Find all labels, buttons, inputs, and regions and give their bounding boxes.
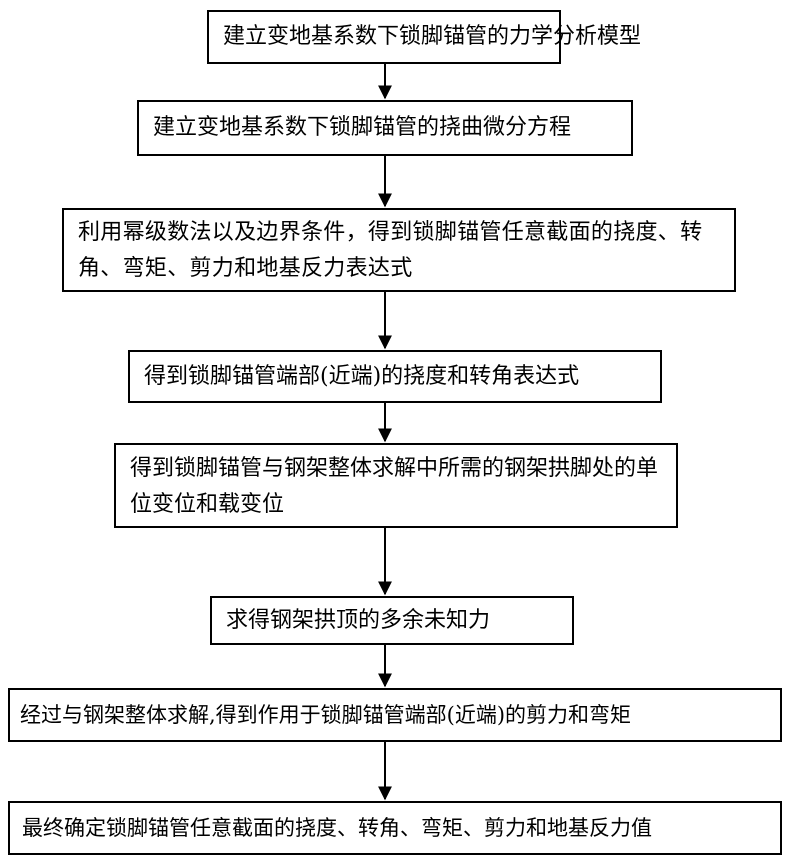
step-3-text: 利用幂级数法以及边界条件，得到锁脚锚管任意截面的挠度、转角、弯矩、剪力和地基反力… bbox=[78, 215, 720, 287]
step-8-box: 最终确定锁脚锚管任意截面的挠度、转角、弯矩、剪力和地基反力值 bbox=[8, 801, 782, 855]
step-4-text: 得到锁脚锚管端部(近端)的挠度和转角表达式 bbox=[144, 360, 579, 394]
step-3-box: 利用幂级数法以及边界条件，得到锁脚锚管任意截面的挠度、转角、弯矩、剪力和地基反力… bbox=[62, 208, 736, 292]
step-2-text: 建立变地基系数下锁脚锚管的挠曲微分方程 bbox=[153, 111, 571, 145]
step-2-box: 建立变地基系数下锁脚锚管的挠曲微分方程 bbox=[137, 100, 633, 156]
step-7-text: 经过与钢架整体求解,得到作用于锁脚锚管端部(近端)的剪力和弯矩 bbox=[20, 698, 631, 732]
step-4-box: 得到锁脚锚管端部(近端)的挠度和转角表达式 bbox=[128, 350, 662, 403]
step-6-box: 求得钢架拱顶的多余未知力 bbox=[210, 596, 574, 645]
step-5-text: 得到锁脚锚管与钢架整体求解中所需的钢架拱脚处的单位变位和载变位 bbox=[130, 451, 662, 523]
step-5-box: 得到锁脚锚管与钢架整体求解中所需的钢架拱脚处的单位变位和载变位 bbox=[114, 443, 678, 528]
step-8-text: 最终确定锁脚锚管任意截面的挠度、转角、弯矩、剪力和地基反力值 bbox=[22, 811, 652, 845]
step-6-text: 求得钢架拱顶的多余未知力 bbox=[226, 604, 490, 638]
step-1-text: 建立变地基系数下锁脚锚管的力学分析模型 bbox=[223, 20, 641, 54]
step-1-box: 建立变地基系数下锁脚锚管的力学分析模型 bbox=[207, 10, 561, 64]
step-7-box: 经过与钢架整体求解,得到作用于锁脚锚管端部(近端)的剪力和弯矩 bbox=[8, 688, 782, 742]
